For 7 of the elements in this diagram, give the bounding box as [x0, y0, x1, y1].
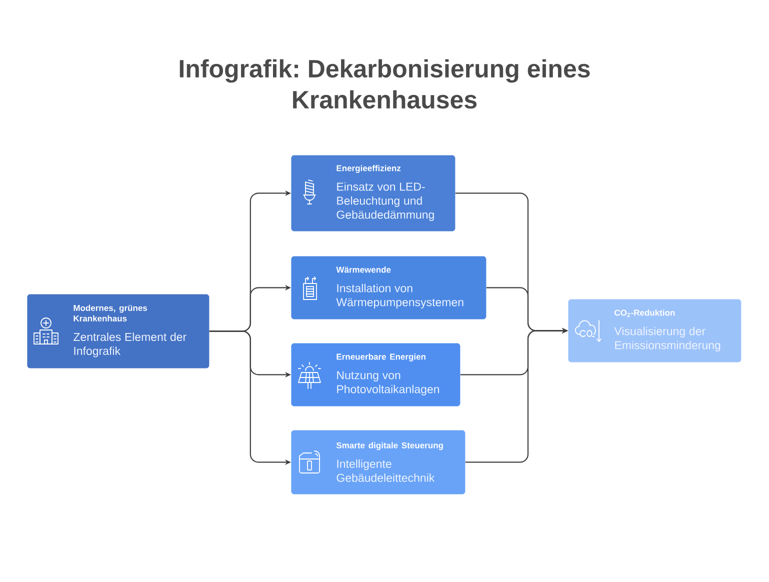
- title: Infografik: Dekarbonisierung eines Krankenhauses: [180, 59, 590, 109]
- process-box: Energieeffizienz Einsatz von LED-Beleuchtung und Gebäudedämmung: [291, 155, 456, 232]
- process-box: Modernes, grünes Krankenhaus Zentrales Element der Infografik: [27, 294, 210, 368]
- process-box: CO$_{2}$-Reduktion Visualisierung der Emissionsminderung: [568, 299, 742, 362]
- process-box: Erneuerbare Energien Nutzung von Photovoltaikanlagen: [291, 343, 460, 406]
- process-box: Smarte digitale Steuerung Intelligente Gebäudeleittechnik: [291, 430, 466, 494]
- process-box: Wärmewende Installation von Wärmepumpensystemen: [291, 256, 486, 320]
